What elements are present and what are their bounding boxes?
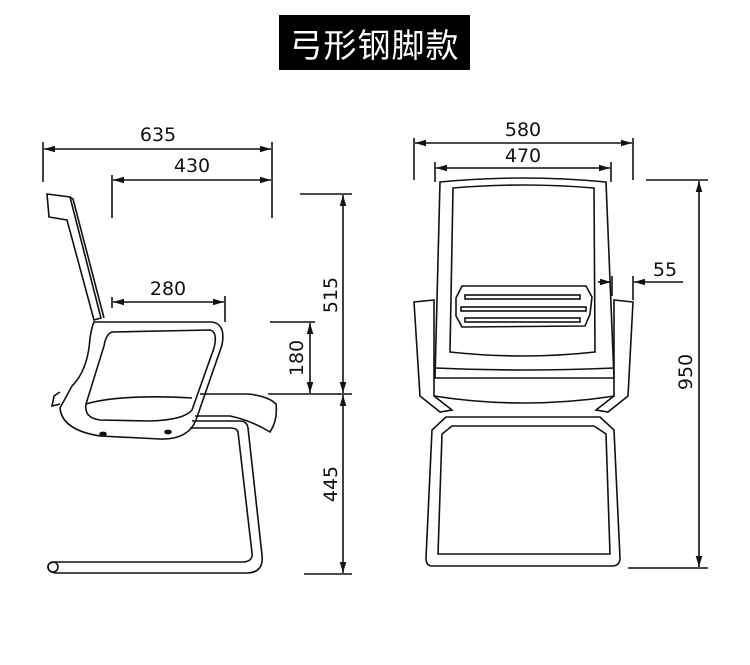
dimension-back-width: [434, 162, 612, 182]
side-view: [42, 142, 278, 574]
side-backrest: [46, 193, 102, 321]
label-overall-width: 580: [505, 119, 541, 141]
label-overall-height: 950: [675, 354, 697, 390]
side-sled-base: [47, 420, 264, 574]
front-view: [413, 138, 708, 569]
label-overall-depth: 635: [140, 124, 176, 146]
page-title: 弓形钢脚款: [279, 15, 470, 70]
dimension-seat-depth: [111, 175, 271, 218]
label-seat-inner: 280: [150, 278, 186, 300]
dimension-overall-depth: [42, 142, 273, 218]
label-back-width: 470: [505, 145, 541, 167]
title-text: 弓形钢脚款: [289, 25, 460, 65]
front-lumbar-support: [455, 285, 593, 328]
front-armrest-left: [413, 299, 454, 413]
front-sled-base: [425, 416, 621, 567]
label-seat-depth: 430: [174, 155, 210, 177]
label-armrest-height: 180: [286, 340, 308, 376]
label-seat-height: 445: [320, 466, 342, 502]
dimension-overall-height: [628, 179, 708, 569]
dimension-overall-width: [413, 138, 634, 180]
front-backrest: [434, 177, 615, 379]
front-armrest-right: [594, 299, 634, 413]
label-armrest-width: 55: [653, 259, 677, 281]
dimension-seat-inner: [111, 296, 226, 322]
side-seat-frame: [59, 321, 224, 440]
label-back-height: 515: [320, 277, 342, 313]
side-seat-cushion: [195, 393, 278, 434]
side-vertical-dimensions: [268, 193, 352, 575]
dimension-armrest-width: [598, 276, 683, 300]
